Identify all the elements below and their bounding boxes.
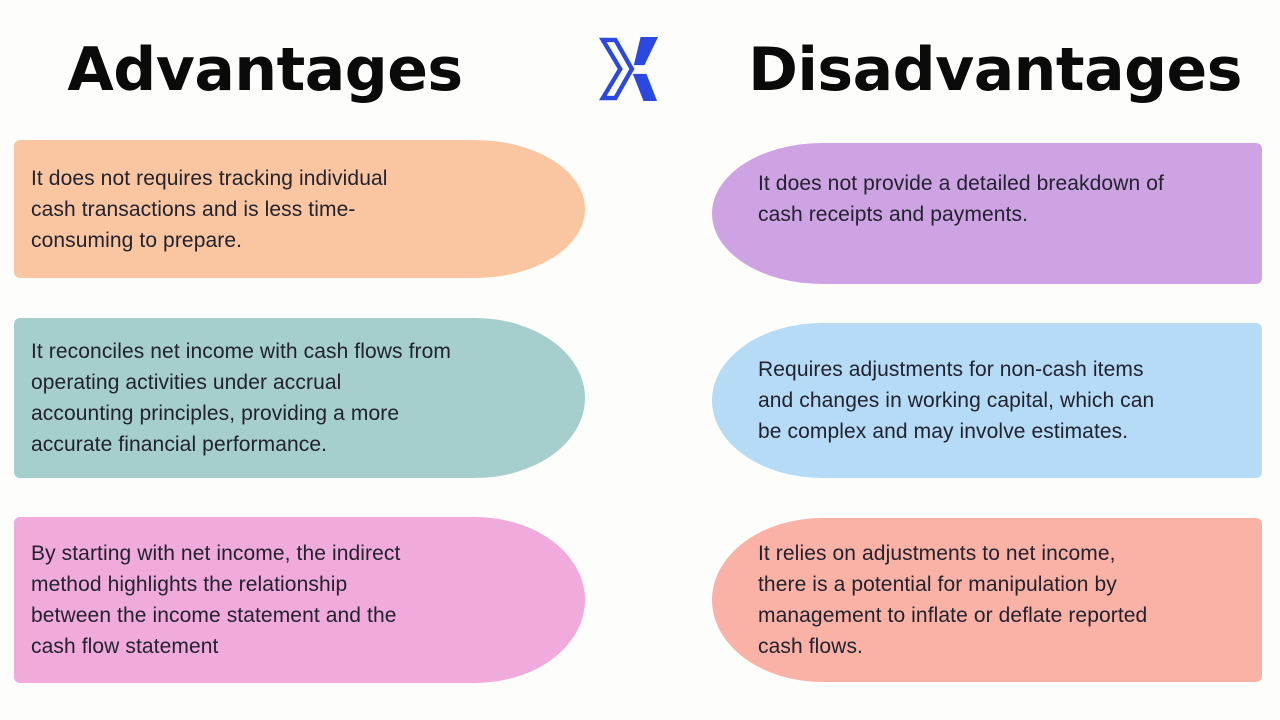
disadvantage-card-2-text: Requires adjustments for non-cash items … xyxy=(758,358,1155,443)
x-logo-chevron-outline xyxy=(598,37,635,101)
advantage-card-1: It does not requires tracking individual… xyxy=(14,140,585,278)
disadvantage-card-1: It does not provide a detailed breakdown… xyxy=(712,143,1262,284)
advantage-card-3-text: By starting with net income, the indirec… xyxy=(31,542,401,658)
disadvantage-card-3: It relies on adjustments to net income, … xyxy=(712,518,1262,682)
advantage-card-2: It reconciles net income with cash flows… xyxy=(14,318,585,478)
advantage-card-1-text: It does not requires tracking individual… xyxy=(31,166,388,252)
disadvantage-card-2: Requires adjustments for non-cash items … xyxy=(712,323,1262,478)
x-logo-bottom-stroke xyxy=(632,73,658,101)
disadvantage-card-3-text: It relies on adjustments to net income, … xyxy=(758,542,1148,658)
advantage-card-2-text: It reconciles net income with cash flows… xyxy=(31,340,451,456)
advantages-title: Advantages xyxy=(67,35,463,105)
x-logo-top-stroke xyxy=(633,37,659,66)
advantage-card-3: By starting with net income, the indirec… xyxy=(14,517,585,683)
disadvantage-card-1-text: It does not provide a detailed breakdown… xyxy=(758,172,1164,226)
disadvantages-title: Disadvantages xyxy=(748,35,1242,105)
x-logo-icon xyxy=(598,37,659,101)
